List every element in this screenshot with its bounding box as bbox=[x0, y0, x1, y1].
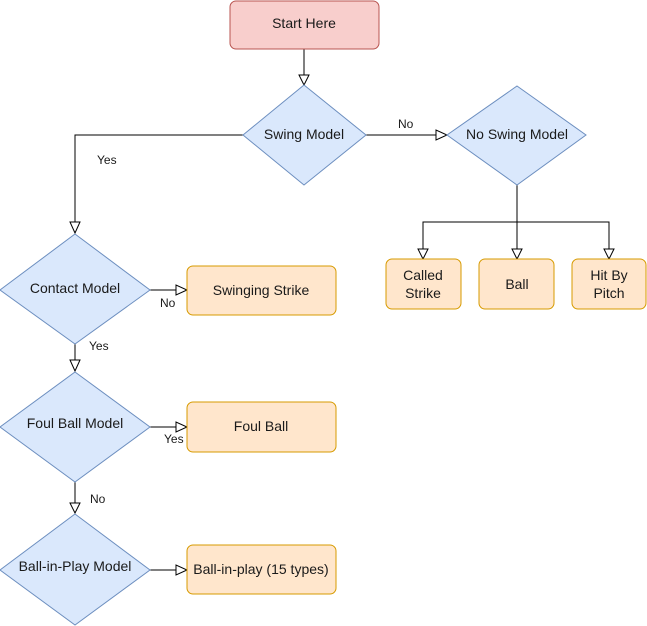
edge-label-swing-no: No bbox=[398, 117, 414, 131]
edge-label-contact-yes: Yes bbox=[89, 339, 109, 353]
foul-ball-model-label: Foul Ball Model bbox=[27, 415, 124, 431]
foul-ball-model-decision[interactable]: Foul Ball Model bbox=[0, 371, 151, 483]
arrow-head bbox=[69, 221, 81, 235]
called-strike-label-line2: Strike bbox=[405, 285, 441, 301]
foul-ball-label: Foul Ball bbox=[234, 418, 288, 434]
start-node[interactable]: Start Here bbox=[229, 0, 380, 50]
swing-model-decision[interactable]: Swing Model bbox=[242, 84, 367, 186]
ball-node[interactable]: Ball bbox=[478, 258, 555, 310]
arrow-head bbox=[69, 359, 81, 373]
edge-noswing-hbp bbox=[517, 221, 610, 249]
hit-by-pitch-label-line1: Hit By bbox=[590, 267, 627, 283]
edge-swing-yes bbox=[74, 134, 243, 222]
edge-label-foul-no: No bbox=[90, 492, 106, 506]
arrow-head bbox=[69, 502, 81, 515]
ball-in-play-model-decision[interactable]: Ball-in-Play Model bbox=[0, 513, 151, 626]
edge-noswing-called bbox=[422, 185, 518, 249]
ball-in-play-model-label: Ball-in-Play Model bbox=[19, 558, 132, 574]
swinging-strike-label: Swinging Strike bbox=[213, 282, 310, 298]
edge-label-contact-no: No bbox=[160, 296, 176, 310]
arrow-head bbox=[298, 74, 310, 87]
hit-by-pitch-label-line2: Pitch bbox=[593, 285, 624, 301]
swing-model-label: Swing Model bbox=[264, 126, 344, 142]
ball-label: Ball bbox=[505, 276, 528, 292]
hit-by-pitch-node[interactable]: Hit By Pitch bbox=[571, 258, 647, 310]
arrow-head bbox=[175, 564, 189, 576]
ball-in-play-node[interactable]: Ball-in-play (15 types) bbox=[186, 544, 337, 595]
swinging-strike-node[interactable]: Swinging Strike bbox=[186, 265, 337, 316]
arrow-head bbox=[417, 248, 429, 261]
arrow-head bbox=[603, 248, 615, 261]
called-strike-node[interactable]: Called Strike bbox=[385, 258, 462, 310]
arrow-head bbox=[175, 421, 189, 433]
contact-model-label: Contact Model bbox=[30, 280, 120, 296]
ball-in-play-label: Ball-in-play (15 types) bbox=[193, 561, 328, 577]
no-swing-model-label: No Swing Model bbox=[466, 126, 568, 142]
edge-label-foul-yes: Yes bbox=[164, 432, 184, 446]
contact-model-decision[interactable]: Contact Model bbox=[0, 233, 151, 345]
no-swing-model-decision[interactable]: No Swing Model bbox=[446, 85, 587, 186]
arrow-head bbox=[175, 284, 189, 296]
edge-label-swing-yes: Yes bbox=[97, 153, 117, 167]
called-strike-label-line1: Called bbox=[403, 267, 443, 283]
start-node-label: Start Here bbox=[272, 15, 336, 31]
foul-ball-node[interactable]: Foul Ball bbox=[186, 401, 337, 453]
arrow-head bbox=[435, 129, 449, 141]
arrow-head bbox=[511, 248, 523, 261]
